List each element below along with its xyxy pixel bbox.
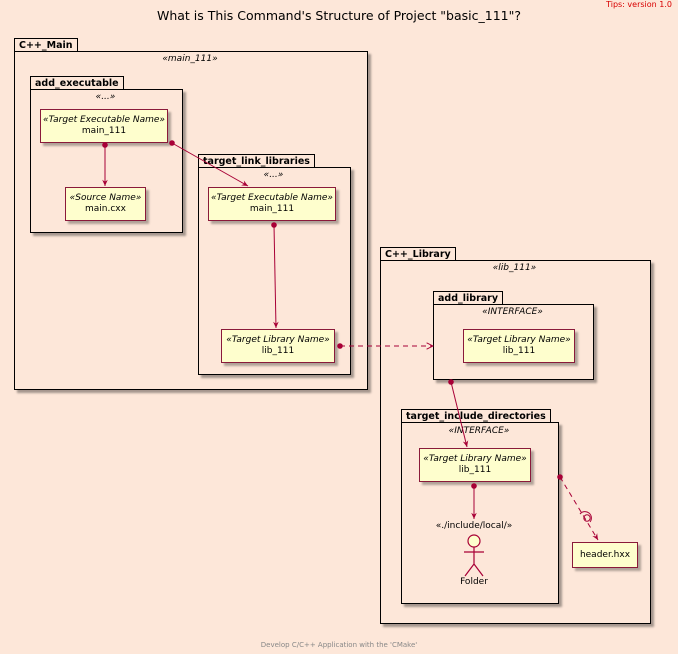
node-stereotype: «Target Library Name»	[467, 335, 571, 345]
target-executable-node: «Target Executable Name» main_111	[40, 109, 168, 143]
node-name: lib_111	[261, 346, 295, 356]
folder-stereotype: «./include/local/»	[435, 521, 513, 531]
node-stereotype: «Target Library Name»	[423, 454, 527, 464]
source-name-node: «Source Name» main.cxx	[65, 187, 146, 221]
add-library-target-library-node: «Target Library Name» lib_111	[463, 329, 575, 363]
package-cpp-library-stereotype: «lib_111»	[492, 263, 537, 273]
node-name: lib_111	[458, 465, 492, 475]
tll-target-library-node: «Target Library Name» lib_111	[221, 329, 335, 363]
folder-actor-icon	[464, 534, 484, 577]
package-cpp-library	[380, 260, 651, 624]
package-cpp-library-tab: C++_Library	[380, 247, 456, 261]
package-add-library	[433, 304, 594, 380]
node-stereotype: «Target Executable Name»	[211, 193, 333, 203]
diagram-title: What is This Command's Structure of Proj…	[156, 8, 522, 23]
package-add-executable-stereotype: «...»	[95, 92, 116, 102]
package-target-link-libraries-stereotype: «...»	[263, 170, 284, 180]
edge-include-to-header	[559, 476, 599, 541]
package-add-library-stereotype: «INTERFACE»	[482, 307, 543, 317]
node-stereotype: «Target Executable Name»	[43, 115, 165, 125]
node-name: main_111	[81, 126, 127, 136]
edge-add-library-to-include	[450, 381, 469, 448]
package-add-executable-tab: add_executable	[30, 76, 124, 90]
package-target-include-directories	[401, 422, 559, 604]
header-file-node: header.hxx	[572, 542, 638, 568]
tll-target-executable-node: «Target Executable Name» main_111	[208, 187, 336, 221]
package-target-include-directories-stereotype: «INTERFACE»	[448, 426, 510, 436]
package-cpp-main-stereotype: «main_111»	[162, 54, 218, 64]
package-target-link-libraries-tab: target_link_libraries	[198, 154, 315, 168]
node-name: header.hxx	[579, 549, 631, 560]
footer-caption: Develop C/C++ Application with the 'CMak…	[260, 641, 418, 649]
package-target-link-libraries	[198, 167, 351, 375]
composition-diamonds	[102, 140, 563, 489]
node-name: main_111	[249, 204, 295, 214]
node-name: lib_111	[502, 346, 536, 356]
node-name: main.cxx	[85, 204, 126, 214]
interface-lollipop	[579, 511, 592, 523]
tid-target-library-node: «Target Library Name» lib_111	[419, 448, 531, 482]
package-add-library-tab: add_library	[433, 291, 504, 305]
package-target-include-directories-tab: target_include_directories	[401, 409, 551, 423]
edge-exe-to-link-exe	[171, 142, 249, 187]
node-stereotype: «Target Library Name»	[226, 335, 330, 345]
edge-link-exe-to-lib	[273, 224, 279, 329]
node-stereotype: «Source Name»	[69, 193, 142, 203]
tips-version: Tips: version 1.0	[606, 0, 672, 9]
package-cpp-main	[14, 51, 368, 390]
folder-label: Folder	[460, 577, 488, 587]
package-add-executable	[30, 89, 183, 233]
package-cpp-main-tab: C++_Main	[14, 38, 78, 52]
